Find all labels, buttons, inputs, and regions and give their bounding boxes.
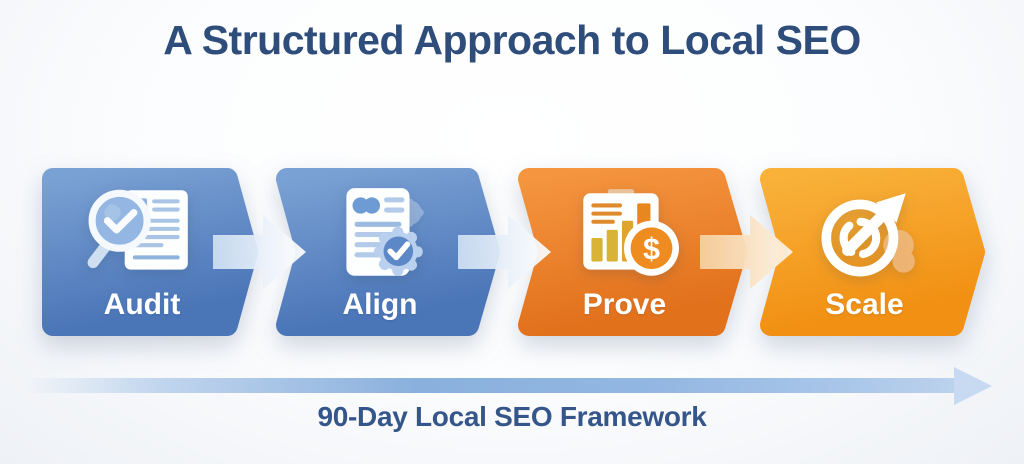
step-label: Audit bbox=[103, 288, 181, 321]
step-audit: Audit bbox=[42, 168, 258, 336]
timeline-arrowhead-icon bbox=[954, 367, 992, 405]
magnifier-document-icon bbox=[86, 184, 198, 286]
step-align: Align bbox=[276, 168, 500, 336]
connector-arrow-icon bbox=[700, 207, 795, 297]
dollar-sign: $ bbox=[642, 232, 659, 266]
document-gear-check-icon bbox=[324, 184, 436, 286]
step-prove: $ Prove bbox=[518, 168, 747, 336]
step-label: Prove bbox=[582, 288, 667, 321]
step-label: Align bbox=[342, 288, 418, 321]
page-title: A Structured Approach to Local SEO bbox=[163, 17, 861, 63]
timeline-caption: 90-Day Local SEO Framework bbox=[317, 401, 707, 432]
timeline-arrow bbox=[25, 378, 956, 393]
step-label: Scale bbox=[825, 288, 904, 321]
bar-chart-dollar-icon: $ bbox=[569, 184, 681, 286]
connector-arrow-icon bbox=[213, 207, 308, 297]
target-arrow-icon bbox=[809, 184, 921, 286]
connector-arrow-icon bbox=[458, 207, 553, 297]
